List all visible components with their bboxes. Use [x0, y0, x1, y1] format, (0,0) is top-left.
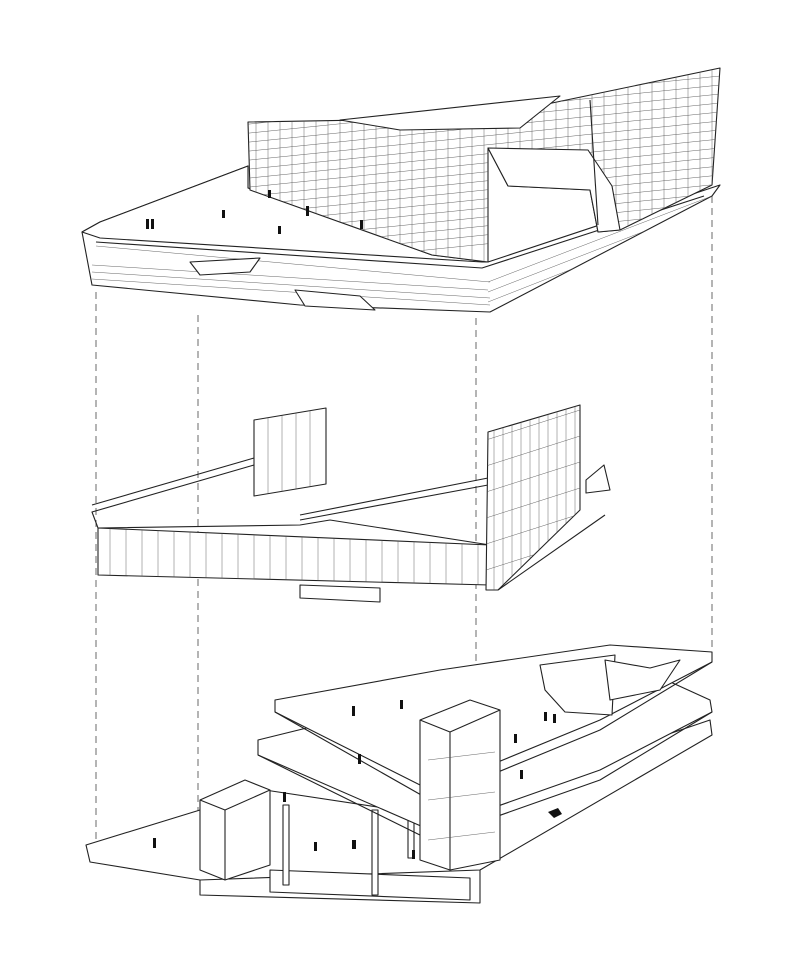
roof-courtyard-opening	[487, 147, 621, 233]
front-wall-top-edge	[97, 519, 491, 546]
roof-people	[146, 190, 363, 234]
ground-foundation	[269, 869, 471, 901]
cladding-line	[248, 110, 720, 162]
person-figure	[553, 714, 556, 723]
penthouse-volume	[539, 654, 616, 716]
cladding-line	[248, 155, 720, 207]
cladding-line	[248, 119, 720, 171]
cladding-line	[486, 461, 580, 493]
wall-left-ribs	[267, 410, 311, 496]
facade-parapet-rail-mid-inner	[299, 484, 489, 521]
top-plate-edge	[274, 661, 713, 801]
person-figure	[360, 220, 363, 229]
cladding-line	[486, 409, 580, 441]
roof-corner-edge	[589, 99, 599, 226]
layer-floor-plates	[85, 644, 713, 904]
person-figure	[520, 770, 523, 779]
person-figure	[146, 219, 149, 229]
facade-parapet-rail-left-inner	[91, 464, 255, 513]
facade-wall-stub	[585, 464, 611, 494]
person-figure	[268, 190, 271, 198]
layer-roof-envelope	[81, 67, 721, 313]
person-figure	[358, 754, 361, 764]
person-figure	[400, 700, 403, 709]
facade-parapet-rail-left	[91, 457, 255, 506]
roof-notch	[189, 257, 261, 276]
cladding-line	[248, 128, 720, 180]
column	[282, 804, 290, 886]
cladding-line	[486, 513, 580, 545]
middle-plate-edge	[257, 711, 713, 841]
facade-parapet-rail-mid	[299, 477, 489, 516]
roof-fold	[604, 659, 681, 701]
person-figure	[544, 712, 547, 721]
cladding-line	[248, 146, 720, 198]
column	[371, 809, 379, 896]
cladding-line	[248, 137, 720, 189]
stair-core-tower	[419, 699, 501, 871]
layer-facade-walls	[91, 404, 611, 603]
alignment-guides	[95, 196, 713, 880]
roof-skylight	[339, 95, 561, 131]
columns	[282, 804, 415, 896]
person-figure	[412, 850, 415, 859]
person-figure	[151, 219, 154, 229]
roof-underside-step	[294, 289, 376, 311]
person-figure	[314, 842, 317, 851]
facade-front-tab	[299, 584, 381, 603]
facade-front-wall	[91, 511, 491, 586]
person-figure	[278, 226, 281, 234]
facade-right-return	[497, 514, 606, 591]
person-figure	[222, 210, 225, 218]
cladding-line	[248, 164, 720, 216]
floor-people	[153, 700, 562, 859]
piano-figure	[548, 808, 562, 818]
person-figure	[153, 838, 156, 848]
person-figure	[283, 792, 286, 802]
person-figure	[514, 734, 517, 743]
person-figure	[352, 840, 356, 849]
person-figure	[306, 206, 309, 216]
core-box	[199, 779, 271, 881]
ground-slab-edge	[199, 870, 481, 904]
person-figure	[352, 706, 355, 716]
cladding-line	[486, 487, 580, 519]
cladding-line	[486, 435, 580, 467]
facade-wall-left-panel	[253, 407, 327, 497]
